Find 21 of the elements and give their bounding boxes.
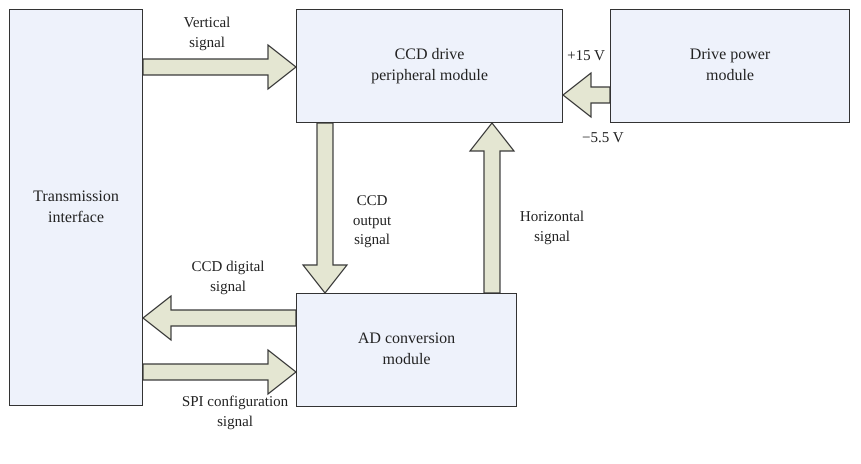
module-label: AD conversion module (356, 329, 456, 370)
block-arrow (302, 122, 348, 294)
module-box (9, 9, 143, 406)
edge-label: CCD digital signal (190, 258, 266, 296)
block-arrow (142, 294, 297, 342)
edge-label: CCD output signal (352, 192, 392, 250)
block-arrow (142, 348, 297, 396)
module-box (296, 293, 517, 407)
block-arrow (142, 44, 297, 90)
block-arrow (468, 122, 516, 294)
module-label: CCD drive peripheral module (370, 45, 489, 86)
module-box (610, 9, 850, 123)
voltage-label: −5.5 V (582, 129, 624, 148)
edge-label: +15 V (566, 47, 606, 66)
module-box (296, 9, 563, 123)
edge-label: SPI configuration signal (180, 393, 290, 432)
block-arrow (562, 72, 611, 118)
edge-label: Vertical signal (182, 14, 232, 52)
module-label: Transmission interface (32, 186, 120, 228)
module-label: Drive power module (688, 45, 772, 86)
edge-label: Horizontal signal (518, 208, 586, 246)
